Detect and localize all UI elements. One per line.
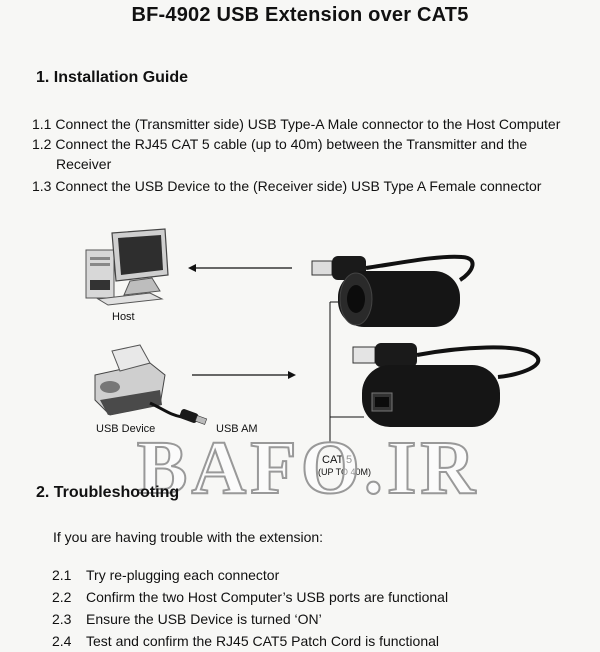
- item-text: Try re-plugging each connector: [86, 567, 280, 583]
- host-label: Host: [112, 311, 135, 323]
- troubleshoot-item-2: 2.2 Confirm the two Host Computer’s USB p…: [52, 589, 448, 605]
- cat5-label: CAT 5: [322, 454, 353, 466]
- item-number: 2.2: [52, 589, 72, 605]
- install-step-2: 1.2 Connect the RJ45 CAT 5 cable (up to …: [32, 134, 592, 174]
- install-step-3: 1.3 Connect the USB Device to the (Recei…: [32, 178, 542, 194]
- installation-heading: 1. Installation Guide: [36, 69, 189, 86]
- item-text: Test and confirm the RJ45 CAT5 Patch Cor…: [86, 633, 440, 649]
- troubleshoot-item-3: 2.3 Ensure the USB Device is turned ‘ON’: [52, 611, 322, 627]
- troubleshoot-item-4: 2.4 Test and confirm the RJ45 CAT5 Patch …: [52, 633, 439, 649]
- arrow-to-receiver-icon: [192, 371, 296, 379]
- item-text: Ensure the USB Device is turned ‘ON’: [86, 611, 322, 627]
- troubleshooting-intro: If you are having trouble with the exten…: [53, 529, 324, 545]
- transmitter-icon: [311, 254, 475, 327]
- cat5-bracket-icon: [329, 301, 364, 443]
- install-step-2-cont: Receiver: [56, 156, 112, 172]
- item-number: 2.3: [52, 611, 72, 627]
- usb-device-label: USB Device: [96, 423, 156, 435]
- connection-diagram: Host USB Device USB AM CAT 5 (UP TO 40M): [0, 225, 600, 485]
- install-step-2-text: 1.2 Connect the RJ45 CAT 5 cable (up to …: [32, 136, 528, 152]
- receiver-icon: [352, 343, 541, 427]
- item-text: Confirm the two Host Computer’s USB port…: [86, 589, 449, 605]
- diagram-graphic: [85, 228, 541, 443]
- usb-am-label: USB AM: [216, 423, 258, 435]
- item-number: 2.4: [52, 633, 72, 649]
- page-title: BF-4902 USB Extension over CAT5: [131, 4, 469, 26]
- host-computer-icon: [85, 228, 169, 306]
- install-step-1: 1.1 Connect the (Transmitter side) USB T…: [32, 116, 561, 132]
- cat5-sub-label: (UP TO 40M): [318, 467, 372, 477]
- troubleshoot-item-1: 2.1 Try re-plugging each connector: [52, 567, 279, 583]
- item-number: 2.1: [52, 567, 72, 583]
- arrow-to-host-icon: [188, 264, 292, 272]
- troubleshooting-heading: 2. Troubleshooting: [36, 484, 180, 501]
- usb-device-printer-icon: [94, 344, 208, 425]
